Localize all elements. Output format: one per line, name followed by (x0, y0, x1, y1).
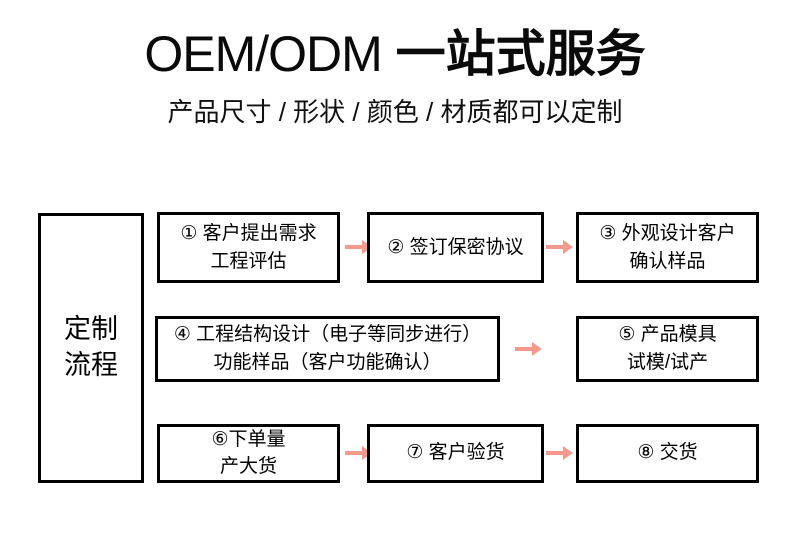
flow-step-7-line-1: ⑦ 客户验货 (406, 442, 505, 464)
arrow-right-icon-2 (546, 237, 574, 257)
arrow-right-icon-3 (515, 339, 543, 359)
flow-step-2-line-1: ② 签订保密协议 (387, 236, 524, 258)
stage-label-line-1: 定制 (64, 314, 118, 345)
flow-step-8: ⑧ 交货 (576, 424, 759, 483)
flow-step-3-line-1: ③ 外观设计客户 (599, 222, 736, 244)
flow-step-6-line-2: 产大货 (219, 455, 277, 477)
flow-step-4-line-1: ④ 工程结构设计（电子等同步进行） (173, 323, 482, 345)
flow-step-5: ⑤ 产品模具 试模/试产 (576, 316, 759, 382)
flow-step-6: ⑥下单量 产大货 (157, 424, 340, 483)
flow-step-8-line-1: ⑧ 交货 (637, 442, 698, 464)
flow-step-1: ① 客户提出需求 工程评估 (157, 212, 340, 283)
stage-label-box: 定制 流程 (38, 213, 144, 483)
page-title-latin: OEM/ODM (144, 26, 382, 82)
stage-label-line-2: 流程 (64, 350, 118, 380)
flow-step-1-line-1: ① 客户提出需求 (180, 222, 317, 244)
flow-step-3-line-2: 确认样品 (629, 250, 706, 272)
flow-step-4: ④ 工程结构设计（电子等同步进行） 功能样品（客户功能确认） (155, 316, 500, 382)
page-subtitle: 产品尺寸 / 形状 / 颜色 / 材质都可以定制 (167, 97, 623, 127)
page-title-cjk: 一站式服务 (395, 26, 646, 82)
header: OEM/ODM 一站式服务 产品尺寸 / 形状 / 颜色 / 材质都可以定制 (0, 0, 790, 128)
flow-step-7: ⑦ 客户验货 (367, 424, 544, 483)
flow-step-5-line-2: 试模/试产 (626, 352, 709, 373)
flow-step-2: ② 签订保密协议 (367, 212, 544, 283)
flow-step-3: ③ 外观设计客户 确认样品 (576, 212, 759, 283)
arrow-right-icon-5 (546, 443, 574, 463)
flow-step-5-line-1: ⑤ 产品模具 (618, 324, 717, 346)
page-title: OEM/ODM 一站式服务 (0, 0, 790, 82)
flow-step-6-line-1: ⑥下单量 (211, 428, 286, 450)
flow-step-1-line-2: 工程评估 (210, 250, 287, 272)
flow-step-4-line-2: 功能样品（客户功能确认） (213, 352, 442, 373)
